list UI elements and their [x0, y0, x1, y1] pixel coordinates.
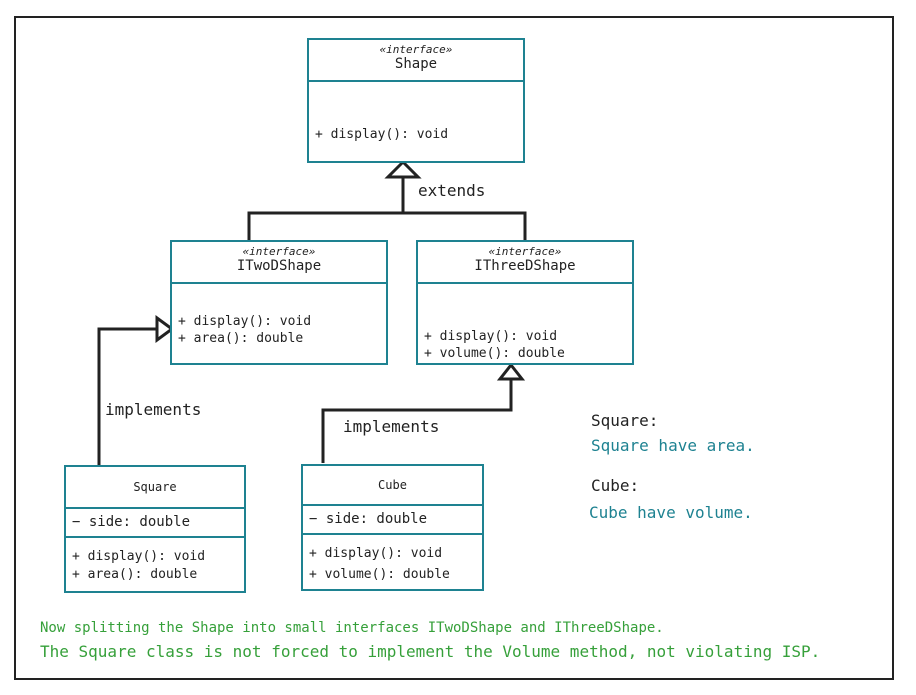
cube-op-volume: + volume(): double [309, 567, 450, 582]
extends-arrowhead [384, 159, 422, 179]
itwodshape-operations: + display(): void + area(): double [178, 313, 311, 347]
cube-note-text: Cube have volume. [589, 503, 753, 522]
cube-operations: + display(): void + volume(): double [309, 543, 450, 585]
itwodshape-stereotype: «interface» [242, 245, 316, 258]
square-attributes: − side: double [66, 509, 244, 538]
implements-right-label: implements [343, 417, 440, 436]
itwodshape-interface-box: «interface» ITwoDShape + display(): void… [170, 240, 388, 365]
itwodshape-op-area: + area(): double [178, 331, 304, 346]
square-note-title: Square: [591, 411, 659, 430]
square-name: Square [133, 480, 177, 494]
itwodshape-op-display: + display(): void [178, 314, 312, 329]
implements-right-connector [321, 379, 513, 463]
extends-label: extends [418, 181, 486, 200]
ithreedshape-operations: + display(): void + volume(): double [424, 328, 565, 362]
extends-connector [247, 211, 527, 241]
implements-left-label: implements [105, 400, 202, 419]
implements-right-arrowhead [496, 362, 526, 381]
implements-left-arrowhead [155, 315, 175, 343]
ithreedshape-interface-box: «interface» IThreeDShape + display(): vo… [416, 240, 634, 365]
square-header: Square [66, 467, 244, 509]
implements-left-connector [97, 327, 157, 466]
ithreedshape-op-volume: + volume(): double [424, 346, 565, 361]
itwodshape-name: ITwoDShape [236, 258, 322, 274]
itwodshape-header: «interface» ITwoDShape [172, 242, 386, 284]
cube-op-display: + display(): void [309, 546, 443, 561]
square-operations: + display(): void + area(): double [72, 548, 205, 584]
ithreedshape-header: «interface» IThreeDShape [418, 242, 632, 284]
shape-stereotype: «interface» [379, 43, 453, 56]
footer-line-1: Now splitting the Shape into small inter… [40, 620, 664, 636]
shape-interface-box: «interface» Shape + display(): void [307, 38, 525, 163]
shape-header: «interface» Shape [309, 40, 523, 82]
shape-name: Shape [394, 56, 438, 72]
cube-attributes: − side: double [303, 506, 482, 535]
cube-note-title: Cube: [591, 476, 640, 495]
shape-operations: + display(): void [315, 126, 448, 143]
square-attr-side: − side: double [72, 514, 191, 530]
ithreedshape-name: IThreeDShape [474, 258, 576, 274]
cube-name: Cube [378, 478, 407, 492]
ithreedshape-op-display: + display(): void [424, 329, 558, 344]
square-op-display: + display(): void [72, 549, 206, 564]
cube-attr-side: − side: double [309, 511, 428, 527]
square-class-box: Square − side: double + display(): void … [64, 465, 246, 593]
cube-header: Cube [303, 466, 482, 506]
ithreedshape-stereotype: «interface» [488, 245, 562, 258]
square-note-text: Square have area. [591, 436, 755, 455]
footer-line-2: The Square class is not forced to implem… [40, 642, 821, 661]
square-op-area: + area(): double [72, 567, 198, 582]
shape-op-display: + display(): void [315, 127, 449, 142]
cube-class-box: Cube − side: double + display(): void + … [301, 464, 484, 591]
